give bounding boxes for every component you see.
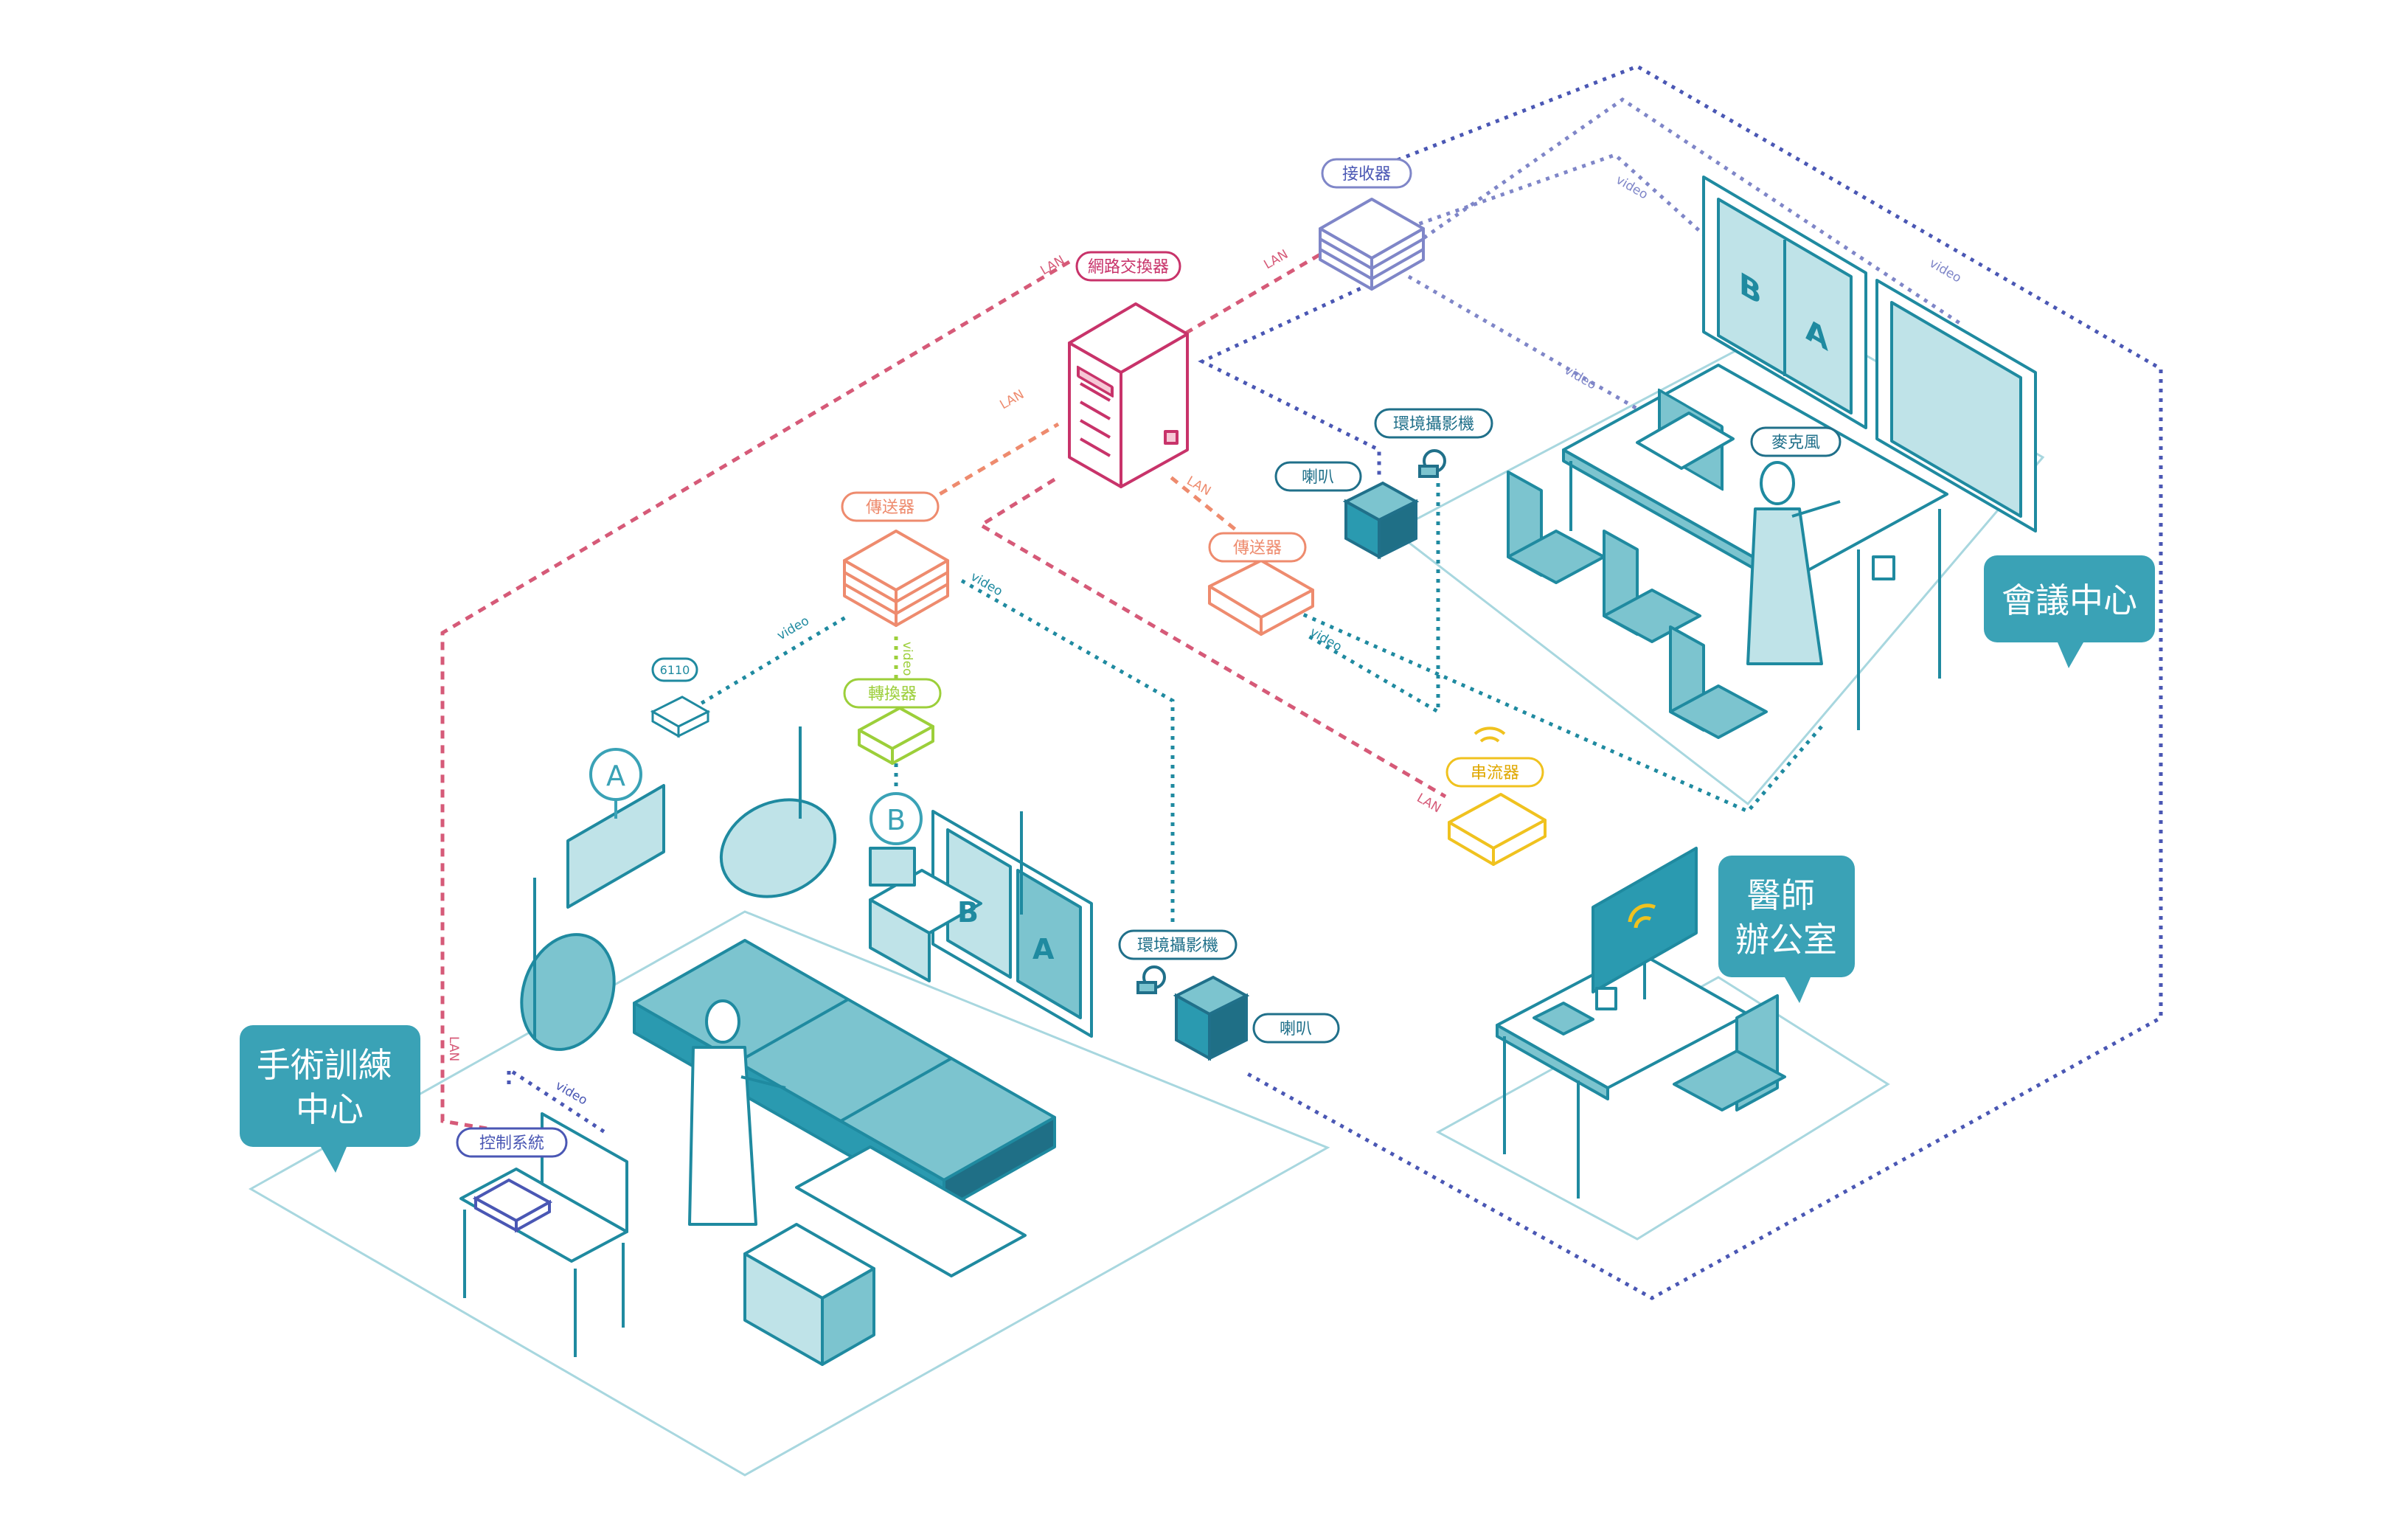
svg-text:手術訓練 中心: 手術訓練 中心 xyxy=(257,1045,403,1129)
transmitter-main-icon xyxy=(843,530,949,627)
label-speaker-surgery: 喇叭 xyxy=(1252,1013,1340,1044)
streamer-icon xyxy=(1448,793,1547,866)
label-transmitter-conf-text: 傳送器 xyxy=(1233,539,1282,558)
conf-camera-icon xyxy=(1418,449,1446,478)
label-speaker-conf: 喇叭 xyxy=(1274,461,1362,492)
edge-label-video-5: video xyxy=(1562,363,1599,393)
edge-label-lan-5: LAN xyxy=(1415,791,1444,816)
connection-lines xyxy=(440,64,2163,1300)
label-transmitter-main: 傳送器 xyxy=(841,491,940,522)
label-camera-conf-text: 環境攝影機 xyxy=(1393,415,1474,434)
surgery-room xyxy=(459,726,1093,1366)
svg-text:醫師 辦公室: 醫師 辦公室 xyxy=(1735,875,1837,960)
video-receiver-to-screen-b xyxy=(1400,153,1705,236)
surgery-screen-letter-b: B xyxy=(957,896,979,929)
label-microphone: 麥克風 xyxy=(1750,426,1842,457)
edge-label-video-6: video xyxy=(1614,173,1651,203)
marker-b: B xyxy=(870,792,923,845)
label-camera-surgery-text: 環境攝影機 xyxy=(1137,937,1218,955)
conference-floor xyxy=(1392,316,2045,806)
lan-switch-to-streamer xyxy=(977,477,1447,799)
label-receiver: 接收器 xyxy=(1321,158,1412,189)
edge-label-lan-2: LAN xyxy=(1262,247,1291,272)
label-streamer: 串流器 xyxy=(1445,757,1544,788)
label-6110: 6110 xyxy=(651,657,698,682)
video-receiver-outer-loop xyxy=(1245,64,2163,1300)
edge-label-video-1: video xyxy=(775,614,812,644)
office-wifi-icon xyxy=(1628,903,1656,929)
converter-icon xyxy=(858,707,934,765)
callout-surgery: 手術訓練 中心 xyxy=(240,1025,420,1173)
label-switch: 網路交換器 xyxy=(1075,251,1181,282)
office-room xyxy=(1496,847,1786,1199)
surgery-speaker-icon xyxy=(1173,975,1250,1061)
lan-transmitter-to-switch xyxy=(913,422,1060,511)
label-speaker-surgery-text: 喇叭 xyxy=(1280,1020,1312,1038)
conference-room xyxy=(1507,176,2037,739)
label-microphone-text: 麥克風 xyxy=(1771,434,1820,452)
label-control: 控制系統 xyxy=(456,1127,568,1158)
lan-switch-to-control xyxy=(440,260,1071,1131)
edge-label-lan-6: LAN xyxy=(446,1036,461,1061)
video-receiver-to-laptop xyxy=(1407,274,1646,415)
callout-surgery-line1: 手術訓練 xyxy=(257,1045,392,1085)
marker-a: A xyxy=(589,748,642,819)
conf-speaker-icon xyxy=(1342,481,1420,560)
surgery-screen-letter-a: A xyxy=(1032,933,1055,965)
surgery-screen-letters: B A xyxy=(957,896,1055,965)
edge-label-video-4: video xyxy=(1308,625,1344,655)
device-6110-icon xyxy=(650,696,711,738)
callout-office-line2: 辦公室 xyxy=(1735,920,1837,960)
edge-label-video-3: video xyxy=(968,569,1005,600)
receiver-icon xyxy=(1319,198,1425,291)
callout-conference: 會議中心 xyxy=(1984,555,2155,668)
control-system-device-icon xyxy=(472,1178,553,1233)
edge-label-lan-1: LAN xyxy=(1038,253,1068,278)
label-control-text: 控制系統 xyxy=(479,1134,544,1153)
label-transmitter-conf: 傳送器 xyxy=(1208,532,1307,563)
label-transmitter-main-text: 傳送器 xyxy=(866,499,914,517)
edge-label-video-2: video xyxy=(900,642,914,676)
network-switch-icon xyxy=(1068,302,1189,488)
video-6110-to-transmitter xyxy=(692,614,850,710)
edge-label-video-7: video xyxy=(1927,256,1964,286)
surgery-camera-icon xyxy=(1136,965,1166,994)
edge-label-lan-4: LAN xyxy=(1184,474,1214,499)
label-streamer-text: 串流器 xyxy=(1471,764,1519,783)
callout-surgery-line2: 中心 xyxy=(296,1089,364,1129)
lan-conf-transmitter-to-switch xyxy=(1167,474,1248,540)
label-camera-surgery: 環境攝影機 xyxy=(1118,929,1238,960)
label-switch-text: 網路交換器 xyxy=(1088,258,1169,277)
label-6110-text: 6110 xyxy=(660,663,690,677)
wifi-icon xyxy=(1474,726,1506,743)
edge-label-video-8: video xyxy=(553,1078,590,1109)
label-camera-conf: 環境攝影機 xyxy=(1374,408,1493,439)
transmitter-conf-icon xyxy=(1208,559,1314,636)
video-camera-to-transmitter xyxy=(957,577,1175,922)
edge-label-lan-3: LAN xyxy=(998,387,1027,412)
callout-conference-text: 會議中心 xyxy=(2002,580,2137,620)
marker-b-label: B xyxy=(886,804,906,836)
video-receiver-to-screen-right xyxy=(1415,97,1963,327)
label-speaker-conf-text: 喇叭 xyxy=(1302,468,1334,487)
label-converter-text: 轉換器 xyxy=(868,685,917,704)
label-receiver-text: 接收器 xyxy=(1342,165,1391,184)
lan-switch-to-receiver xyxy=(1171,252,1322,343)
callout-office-line1: 醫師 xyxy=(1747,875,1815,915)
marker-a-label: A xyxy=(606,760,625,792)
callout-office: 醫師 辦公室 xyxy=(1718,856,1855,1003)
video-receiver-to-speaker xyxy=(1198,274,1388,476)
label-converter: 轉換器 xyxy=(843,678,942,709)
